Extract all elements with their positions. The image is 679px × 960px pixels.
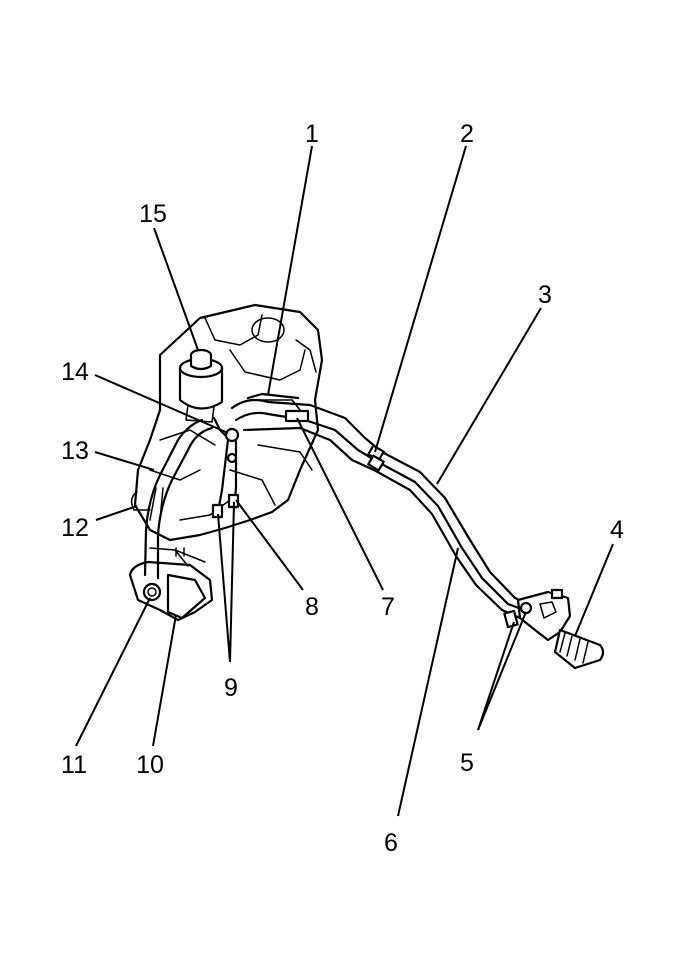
leader-10 <box>152 614 177 747</box>
callout-12: 12 <box>61 514 89 542</box>
leader-14 <box>94 374 229 434</box>
callout-7: 7 <box>381 593 395 621</box>
leader-6 <box>397 547 459 817</box>
leader-2 <box>374 145 467 453</box>
leader-11 <box>75 597 151 747</box>
steering-gear-lines <box>230 392 530 620</box>
callout-labels: 1 2 3 4 5 6 7 8 9 10 11 12 13 14 15 <box>61 120 624 857</box>
leader-3 <box>436 307 542 485</box>
callout-4: 4 <box>610 516 624 544</box>
reservoir <box>178 348 224 423</box>
leader-5b <box>477 611 527 731</box>
leader-13 <box>94 451 155 471</box>
leader-7 <box>296 417 384 591</box>
callout-15: 15 <box>139 200 167 228</box>
callout-5: 5 <box>460 749 474 777</box>
leader-9b <box>229 501 235 663</box>
callout-13: 13 <box>61 437 89 465</box>
callout-10: 10 <box>136 751 164 779</box>
leader-9a <box>217 513 231 663</box>
steering-gear <box>503 588 605 670</box>
leader-lines <box>75 145 614 817</box>
callout-11: 11 <box>61 751 87 779</box>
callout-1: 1 <box>305 120 319 148</box>
leader-15 <box>153 227 199 351</box>
pressure-hose <box>130 418 214 580</box>
leader-12 <box>95 505 138 521</box>
callout-2: 2 <box>460 120 474 148</box>
leader-8 <box>235 499 304 591</box>
leader-1 <box>267 145 313 396</box>
leader-4 <box>574 543 614 637</box>
callout-14: 14 <box>61 358 89 386</box>
callout-6: 6 <box>384 829 398 857</box>
callout-8: 8 <box>305 593 319 621</box>
callout-3: 3 <box>538 281 552 309</box>
callout-9: 9 <box>224 674 238 702</box>
leader-5a <box>477 621 515 731</box>
pump-assembly <box>128 547 214 622</box>
